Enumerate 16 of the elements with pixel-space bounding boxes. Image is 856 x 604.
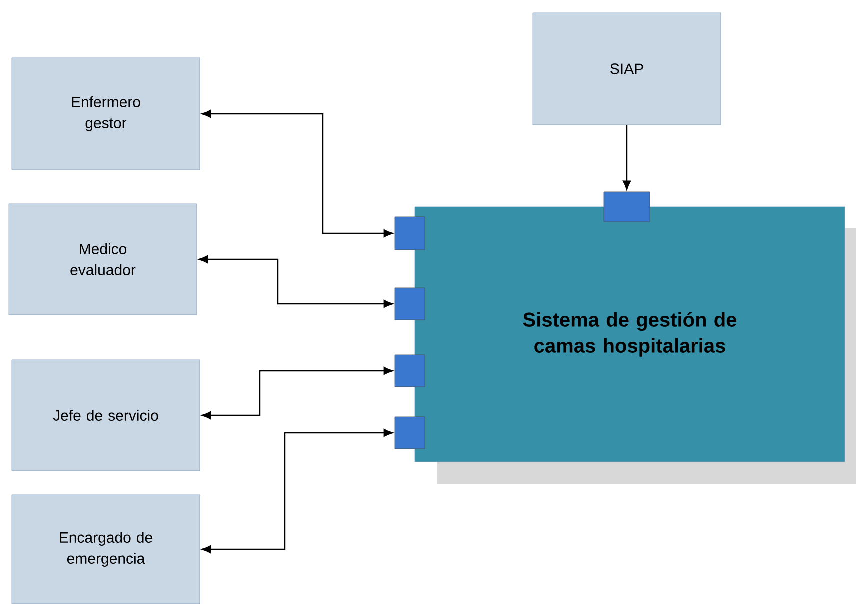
system-box: Sistema de gestión de camas hospitalarias [414,206,856,484]
actor-box: Enfermero gestor [12,58,200,170]
port-square [394,216,426,250]
arrow [202,428,394,554]
arrow [198,255,394,308]
actor-box: Medico evaluador [8,204,198,316]
port-square [604,192,650,222]
arrow [623,125,631,190]
port-square [394,416,426,450]
arrow [202,366,394,420]
port-square [394,288,426,320]
arrow [202,110,394,238]
port-square [394,354,426,388]
actor-box: Encargado de emergencia [12,494,200,604]
actor-box: SIAP [532,12,722,126]
actor-box: Jefe de servicio [12,360,200,472]
